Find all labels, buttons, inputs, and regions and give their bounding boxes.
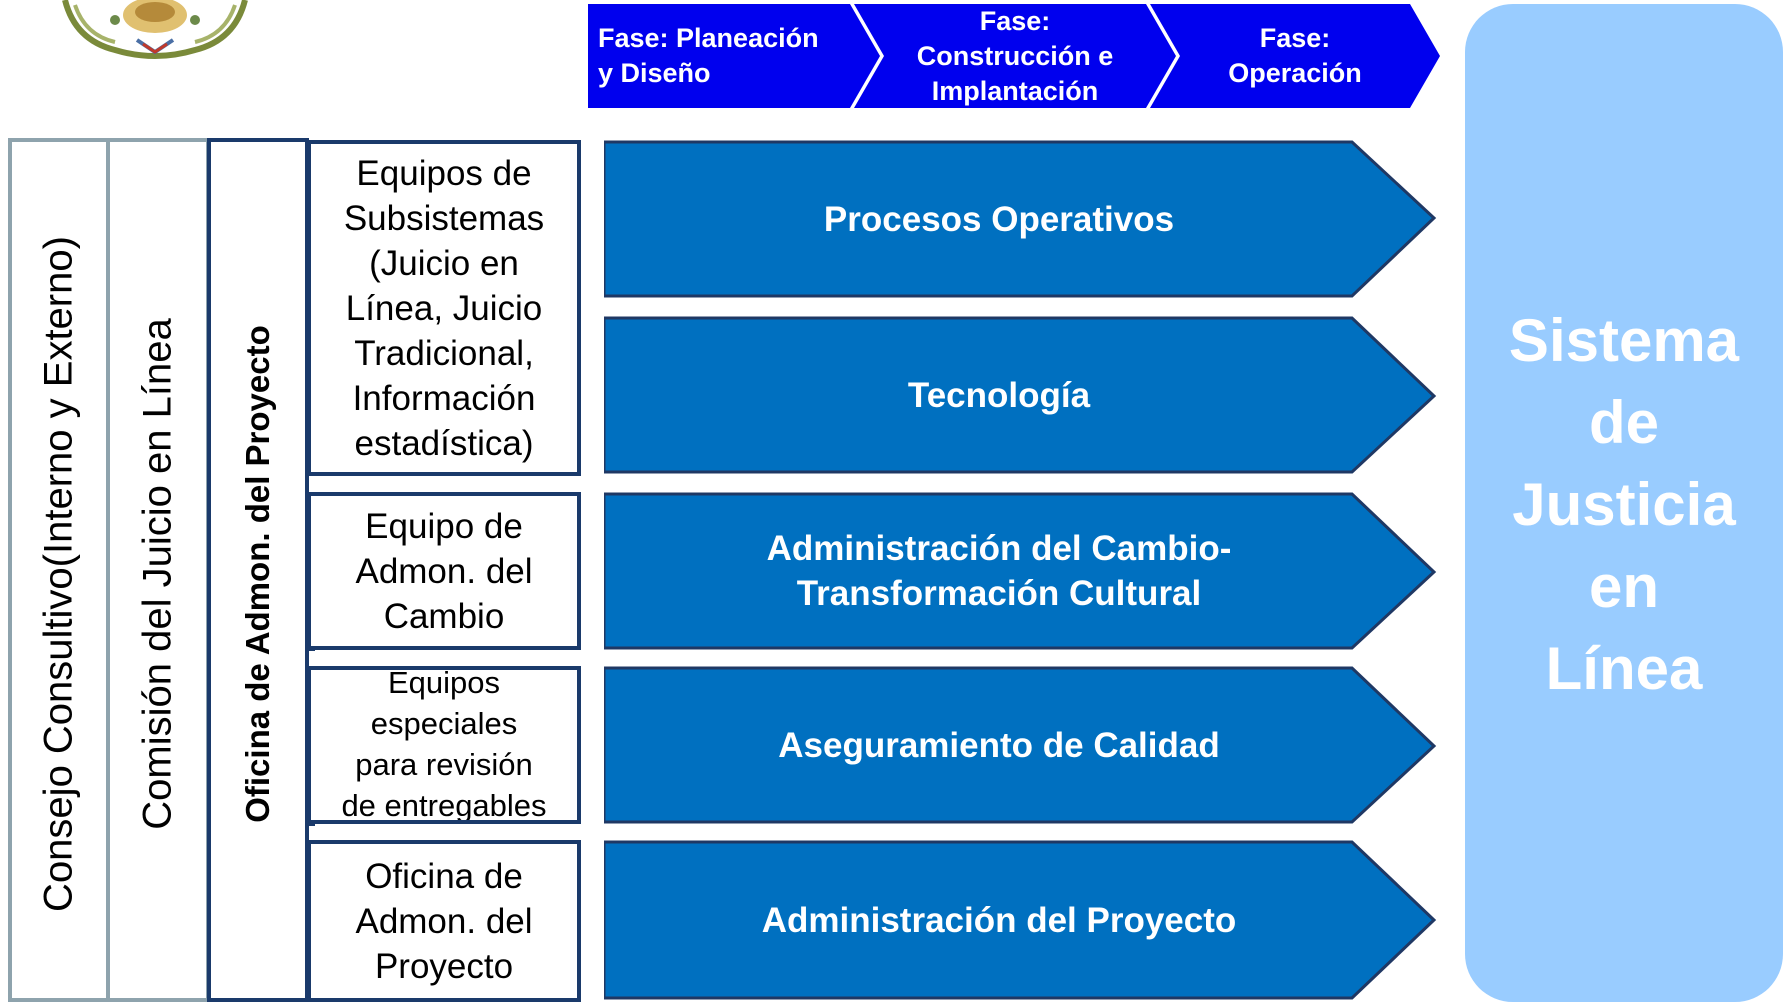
seal-emblem [62, 0, 248, 59]
consejo-consultivo-label: Consejo Consultivo(Interno y Externo) [36, 236, 81, 912]
phase-2-label: Fase: Construcción e Implantación [880, 4, 1150, 108]
team-line: Equipos de [356, 153, 532, 193]
result-line: en [1588, 553, 1660, 620]
team-line: Admon. del [355, 901, 533, 941]
phase-chevron-1 [588, 4, 880, 108]
team-line: Subsistemas [343, 198, 545, 238]
oficina-admon-label: Oficina de Admon. del Proyecto [239, 325, 276, 823]
team-line: especiales [370, 706, 518, 741]
workstream-line: Procesos Operativos [823, 199, 1175, 239]
workstream-label-procesos: Procesos Operativos [604, 142, 1394, 296]
team-line: Equipos [387, 666, 500, 700]
result-line: de [1588, 389, 1660, 456]
arrow-administracion-cambio [604, 492, 1437, 650]
phase-chevron-bar [588, 4, 1440, 108]
team-line: de entregables [341, 788, 547, 823]
workstream-line: Administración del Proyecto [761, 900, 1237, 940]
result-line: Sistema [1508, 307, 1740, 374]
arrow-administracion-proyecto [604, 840, 1437, 1000]
team-line: (Juicio en [369, 243, 519, 283]
workstream-line: Transformación Cultural [796, 574, 1202, 613]
arrow-tecnologia [604, 316, 1437, 474]
team-line: estadística) [354, 423, 534, 463]
phase-1-line: Fase: Planeación [598, 23, 819, 53]
workstream-label-proyecto: Administración del Proyecto [604, 842, 1394, 998]
workstream-line: Aseguramiento de Calidad [778, 725, 1220, 765]
workstream-label-tecnologia: Tecnología [604, 318, 1394, 472]
workstream-line: Tecnología [907, 375, 1091, 415]
phase-2-line: Implantación [931, 75, 1099, 106]
team-line: Equipo de [365, 506, 523, 546]
result-line: Justicia [1512, 471, 1736, 538]
team-line: Línea, Juicio [345, 288, 543, 328]
arrow-procesos-operativos [604, 140, 1437, 298]
workstream-line: Administración del Cambio- [766, 529, 1232, 568]
team-box-equipos-especiales: Equipos especiales para revisión de entr… [307, 666, 581, 824]
phase-1-line: y Diseño [598, 58, 711, 88]
result-panel [1465, 4, 1783, 1002]
team-box-oficina: Oficina de Admon. del Proyecto [307, 840, 581, 1002]
team-line: Información [352, 378, 536, 418]
team-line: Tradicional, [354, 333, 534, 373]
comision-label: Comisión del Juicio en Línea [135, 318, 180, 830]
phase-3-line: Operación [1228, 58, 1362, 88]
arrow-aseguramiento-calidad [604, 666, 1437, 824]
team-line: para revisión [355, 747, 533, 782]
team-line: Proyecto [374, 946, 514, 986]
workstream-label-calidad: Aseguramiento de Calidad [604, 668, 1394, 822]
team-box-cambio: Equipo de Admon. del Cambio [307, 492, 581, 650]
phase-1-label: Fase: Planeación y Diseño [598, 4, 858, 108]
team-line: Oficina de [365, 856, 523, 896]
team-line: Admon. del [355, 551, 533, 591]
phase-3-line: Fase: [1259, 23, 1331, 53]
result-title: Sistema de Justicia en Línea [1465, 300, 1783, 710]
consejo-consultivo-bar: Consejo Consultivo(Interno y Externo) [8, 138, 110, 1002]
oficina-admon-bar: Oficina de Admon. del Proyecto [207, 138, 309, 1002]
phase-3-label: Fase: Operación [1175, 4, 1415, 108]
phase-chevron-2 [854, 4, 1176, 108]
workstream-label-cambio: Administración del Cambio- Transformació… [604, 494, 1394, 648]
workstream-arrows [604, 140, 1437, 1000]
team-box-subsistemas: Equipos de Subsistemas (Juicio en Línea,… [307, 140, 581, 476]
result-line: Línea [1545, 635, 1703, 702]
comision-bar: Comisión del Juicio en Línea [106, 138, 210, 1002]
team-line: Cambio [383, 596, 505, 636]
phase-chevron-3 [1150, 4, 1440, 108]
phase-2-line: Fase: [979, 5, 1051, 36]
phase-2-line: Construcción e [916, 40, 1114, 71]
